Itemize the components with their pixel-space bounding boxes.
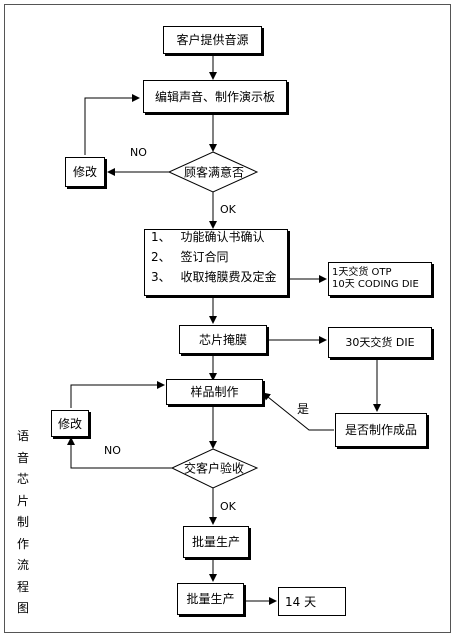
- arrow-modify2-sample: [70, 381, 165, 408]
- mask-box: 芯片掩膜: [179, 325, 267, 354]
- delivery1-line-2: 10天 CODING DIE: [332, 279, 419, 290]
- is-finished-box: 是否制作成品: [335, 413, 427, 447]
- mask-label: 芯片掩膜: [198, 332, 247, 347]
- delivery1-line-1: 1天交货 OTP: [332, 267, 392, 278]
- arrow-modify1-edit: [84, 94, 140, 155]
- days-label: 14 天: [285, 594, 317, 609]
- vertical-title-char: 程: [16, 579, 29, 594]
- delivery2-box: 30天交货 DIE: [328, 327, 432, 358]
- delivery1-box: 1天交货 OTP 10天 CODING DIE: [328, 262, 432, 296]
- confirm-item-1: 1、 功能确认书确认: [151, 230, 265, 244]
- ok1-label: OK: [220, 203, 236, 216]
- mass1-label: 批量生产: [191, 535, 240, 549]
- mass2-box: 批量生产: [177, 583, 244, 615]
- vertical-title: 语 音 芯 片 制 作 流 程 图: [14, 426, 32, 620]
- mass2-label: 批量生产: [186, 592, 235, 606]
- vertical-title-char: 片: [16, 493, 29, 508]
- mass1-box: 批量生产: [183, 526, 249, 558]
- start-label: 客户提供音源: [176, 33, 249, 47]
- edit-label: 编辑声音、制作演示板: [154, 89, 275, 104]
- no2-label: NO: [104, 444, 121, 457]
- vertical-title-char: 作: [16, 536, 29, 551]
- decision1-diamond: [167, 151, 259, 193]
- decision1-label: 顾客满意否: [183, 165, 245, 180]
- vertical-title-char: 图: [16, 601, 29, 615]
- vertical-title-char: 制: [16, 515, 29, 529]
- vertical-title-char: 芯: [16, 472, 29, 486]
- vertical-title-char: 语: [16, 429, 29, 443]
- start-box: 客户提供音源: [163, 26, 262, 54]
- sample-label: 样品制作: [190, 385, 239, 399]
- sample-box: 样品制作: [166, 379, 263, 405]
- arrow-finished-sample: [262, 392, 334, 431]
- edit-box: 编辑声音、制作演示板: [143, 80, 287, 113]
- yes-label: 是: [297, 402, 310, 416]
- modify2-label: 修改: [57, 416, 82, 431]
- confirm-item-2: 2、 签订合同: [151, 250, 229, 264]
- vertical-title-char: 音: [16, 450, 29, 465]
- no1-label: NO: [130, 146, 147, 159]
- arrow-decision2-modify2: [67, 437, 173, 469]
- is-finished-label: 是否制作成品: [344, 423, 417, 437]
- delivery2-label: 30天交货 DIE: [345, 335, 415, 349]
- decision2-diamond: [170, 448, 259, 489]
- vertical-title-char: 流: [16, 558, 29, 572]
- confirm-item-3: 3、 收取掩膜费及定金: [151, 270, 277, 284]
- modify1-label: 修改: [72, 165, 97, 179]
- modify2-box: 修改: [51, 410, 89, 437]
- decision2-label: 交客户验收: [183, 461, 245, 476]
- diagram-frame: [4, 4, 451, 633]
- ok2-label: OK: [220, 500, 236, 513]
- modify1-box: 修改: [65, 157, 105, 187]
- days-box: 14 天: [278, 587, 346, 616]
- confirm-box: 1、 功能确认书确认 2、 签订合同 3、 收取掩膜费及定金: [144, 229, 288, 296]
